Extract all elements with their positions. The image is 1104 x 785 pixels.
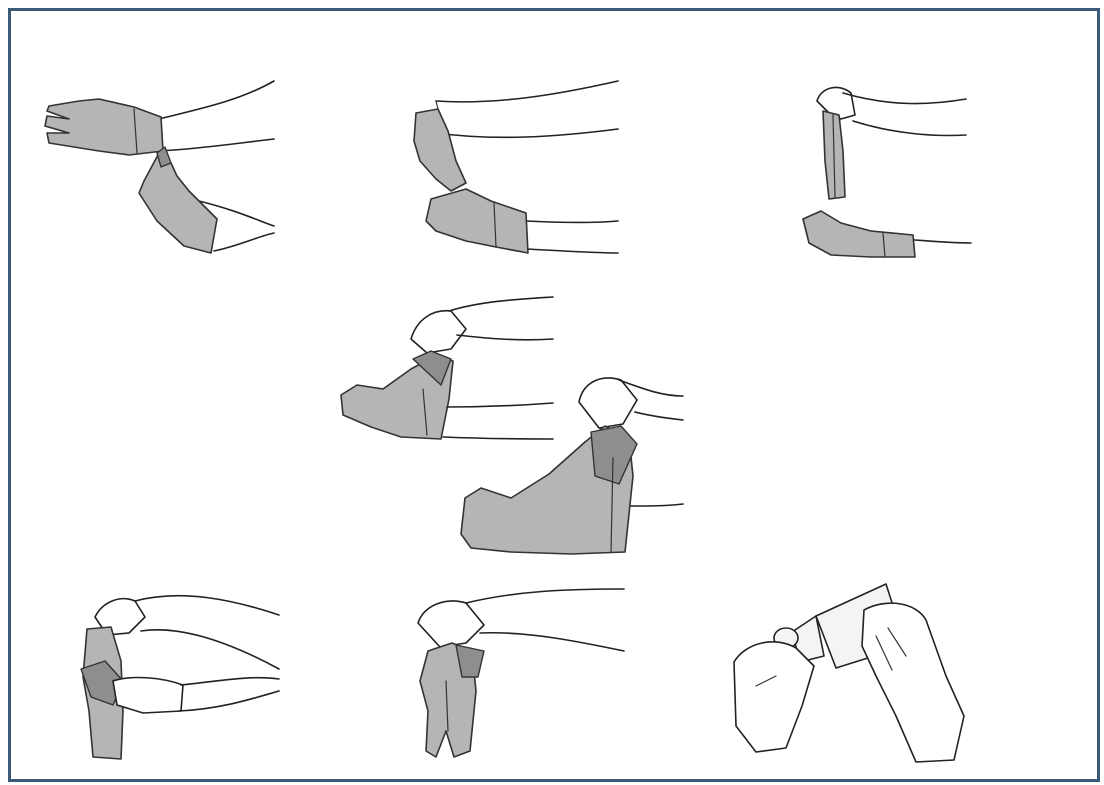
step-6-roll-gloves-together	[71, 581, 291, 766]
step-5-peel-second-glove-over-first	[451, 366, 691, 556]
step-8-sanitize-hands	[716, 576, 986, 766]
hold-removed-glove-icon	[781, 71, 991, 271]
discard-gloves-icon	[406, 581, 636, 766]
step-2-peel-first-glove	[396, 71, 636, 271]
peel-second-glove-over-first-icon	[451, 366, 691, 556]
grasp-glove-cuff-icon	[39, 71, 289, 271]
step-7-discard-gloves	[406, 581, 636, 766]
roll-gloves-together-icon	[71, 581, 291, 766]
sanitize-hands-icon	[716, 576, 986, 766]
step-3-hold-removed-glove	[781, 71, 991, 271]
step-1-grasp-glove-cuff	[39, 71, 289, 271]
figure-frame	[8, 8, 1100, 782]
peel-first-glove-icon	[396, 71, 636, 271]
